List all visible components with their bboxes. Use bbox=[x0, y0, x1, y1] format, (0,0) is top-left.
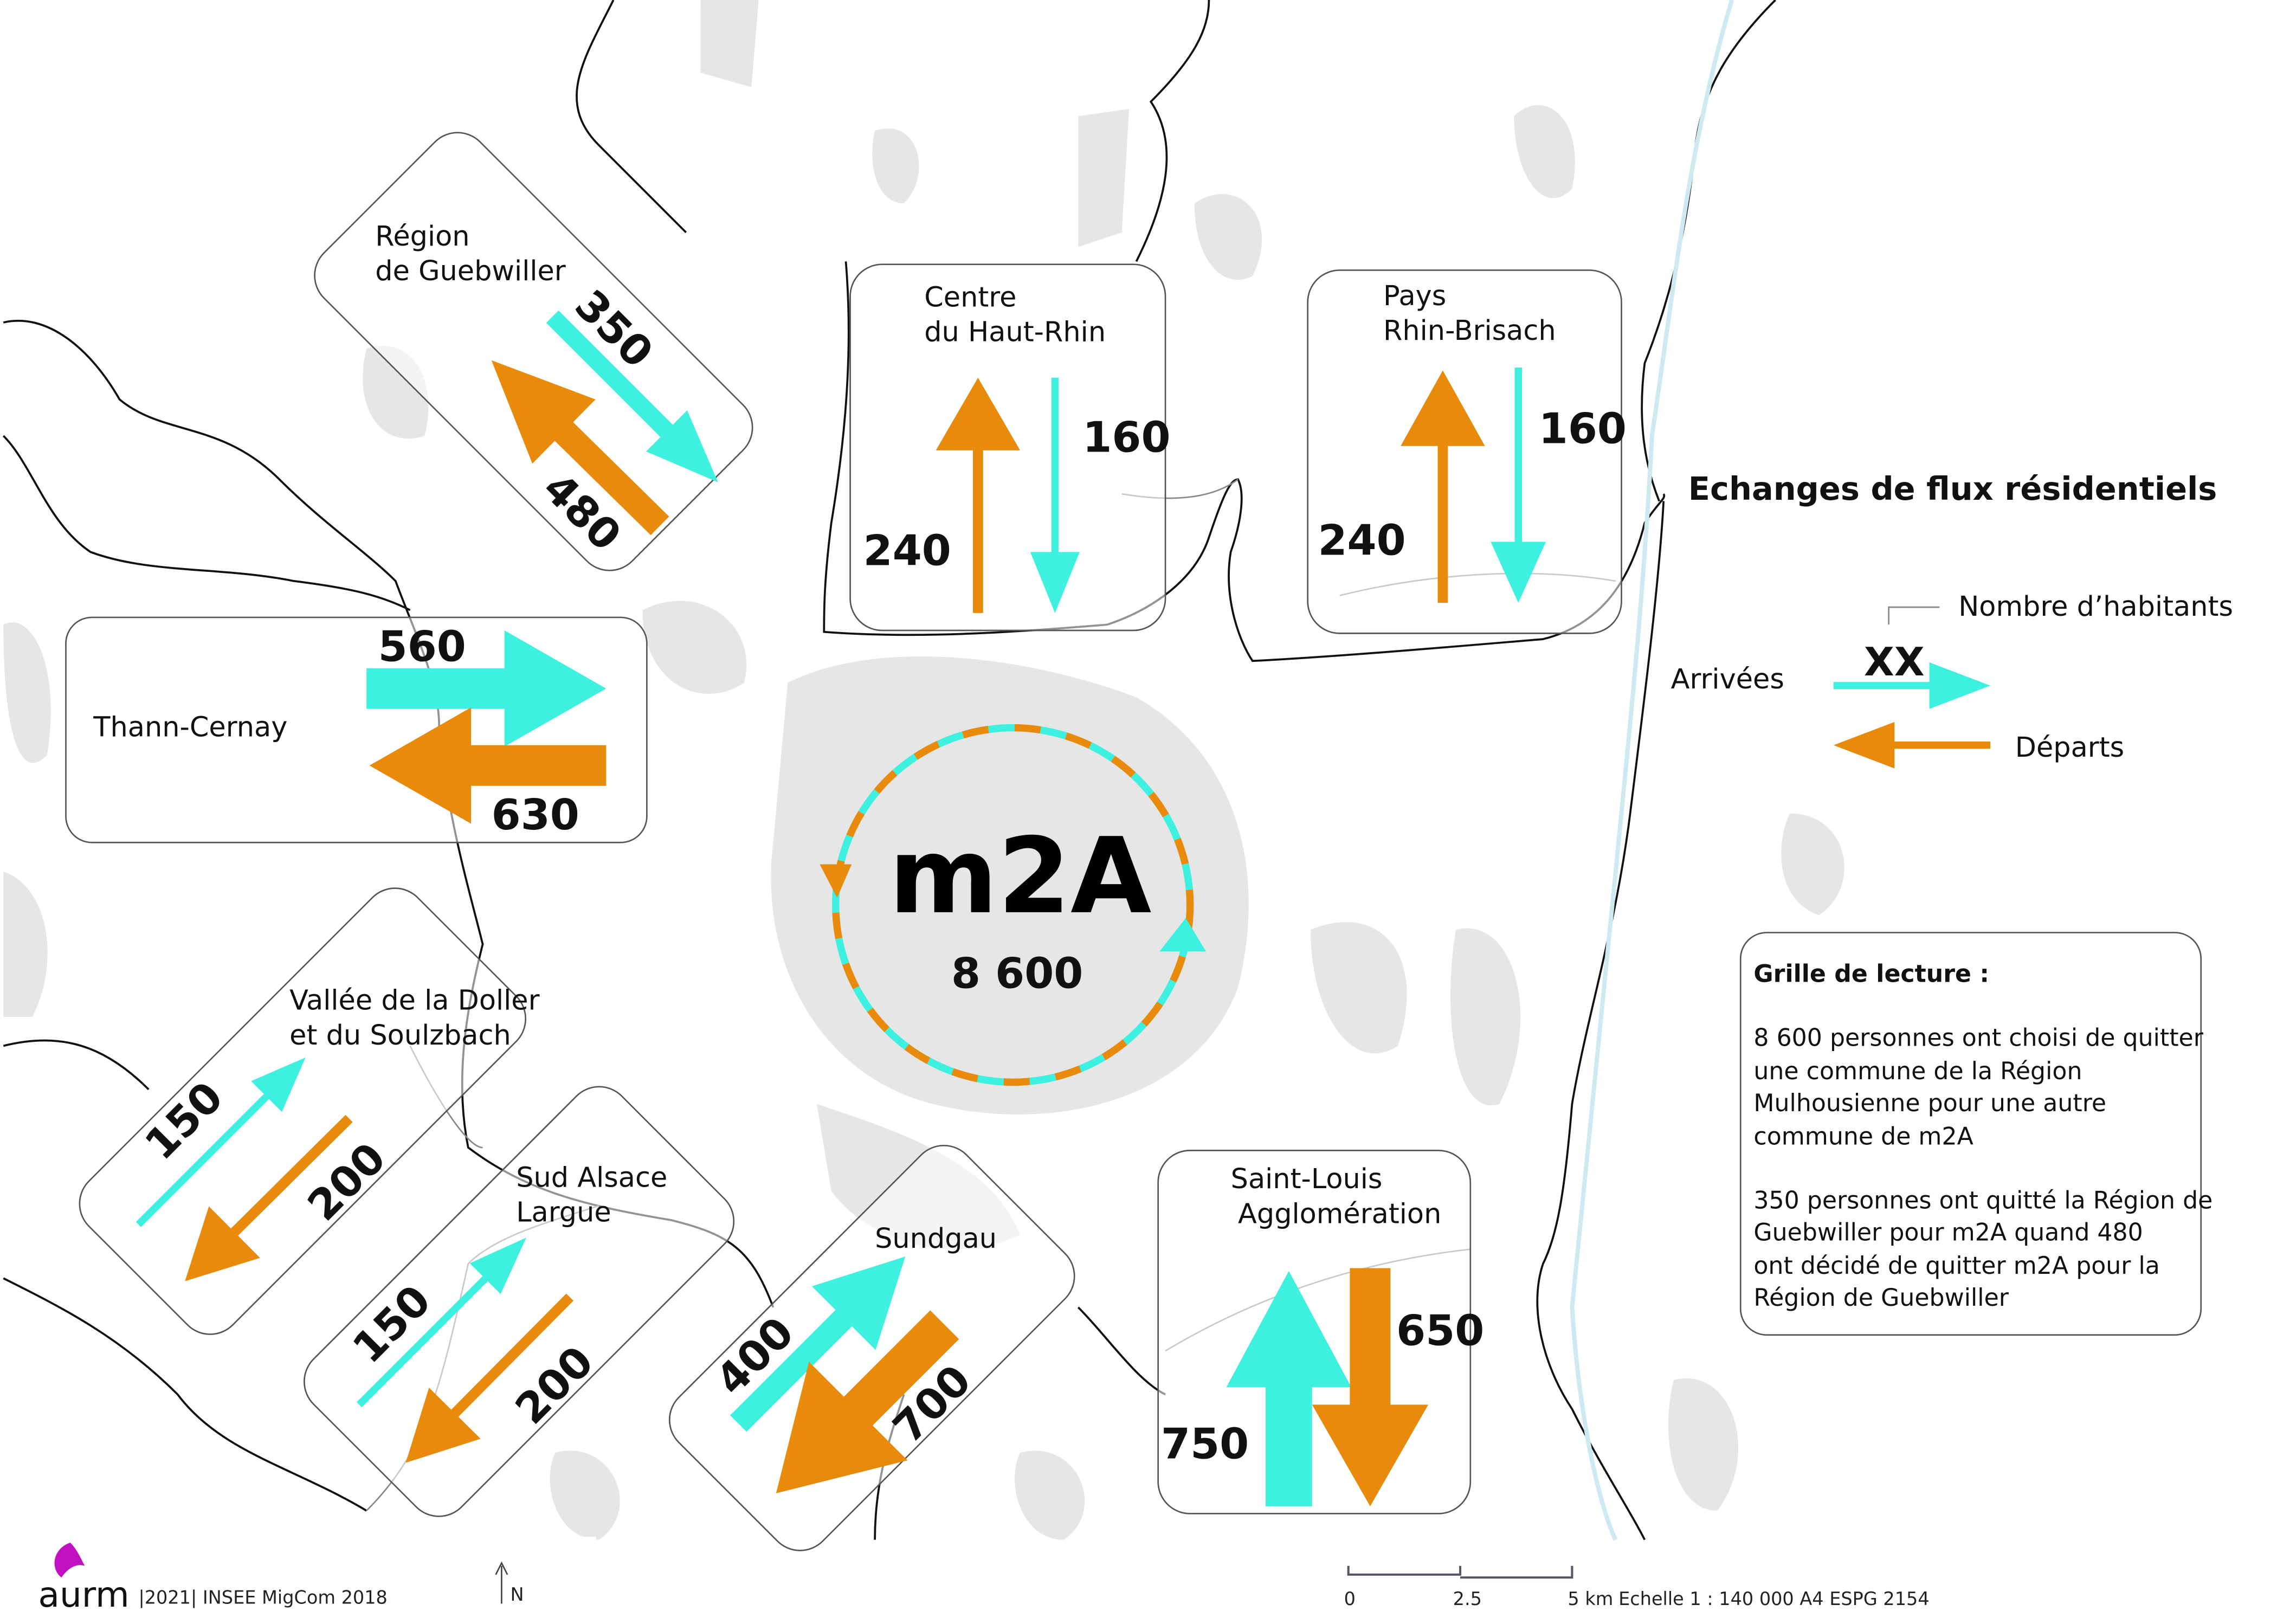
zone-name: Agglomération bbox=[1238, 1198, 1441, 1230]
arrival-arrow bbox=[366, 630, 607, 747]
scale-tick: 2.5 bbox=[1453, 1588, 1482, 1609]
zone-name: Vallée de la Doller bbox=[289, 984, 539, 1016]
zone-name: et du Soulzbach bbox=[289, 1020, 511, 1052]
legend-arrival-arrow bbox=[1833, 662, 1991, 709]
footer-left-panel bbox=[3, 1537, 596, 1624]
arrivals-value: 160 bbox=[1082, 413, 1170, 462]
zone-name: Sud Alsace bbox=[516, 1162, 667, 1194]
zone-name: Thann-Cernay bbox=[93, 712, 287, 744]
zone-name: Saint-Louis bbox=[1231, 1163, 1383, 1195]
arrival-arrow bbox=[357, 1238, 526, 1408]
scale-tick: 0 bbox=[1344, 1588, 1356, 1609]
departure-arrow bbox=[1312, 1268, 1429, 1506]
reading-grid-box bbox=[1739, 932, 2202, 1336]
reading-grid-text: Mulhousienne pour une autre bbox=[1753, 1090, 2106, 1117]
reading-grid-text: Région de Guebwiller bbox=[1753, 1284, 2009, 1312]
zone-name: Région bbox=[375, 221, 469, 253]
circle-arrowhead-icon bbox=[820, 864, 852, 898]
reading-grid-text: ont décidé de quitter m2A pour la bbox=[1753, 1252, 2160, 1280]
zone-name: de Guebwiller bbox=[375, 255, 566, 287]
zone-name: Largue bbox=[516, 1197, 611, 1229]
circle-arrowhead-icon bbox=[1159, 918, 1207, 952]
departures-value: 630 bbox=[492, 791, 579, 840]
reading-grid-text: commune de m2A bbox=[1753, 1123, 1973, 1151]
legend-count-label: Nombre d’habitants bbox=[1958, 591, 2233, 623]
reading-grid-title: Grille de lecture : bbox=[1753, 961, 1989, 988]
legend-arrivals-label: Arrivées bbox=[1671, 663, 1784, 695]
departures-value: 240 bbox=[1318, 517, 1405, 565]
reading-grid-text: 8 600 personnes ont choisi de quitter bbox=[1753, 1024, 2203, 1052]
map-title: Echanges de flux résidentiels bbox=[1688, 470, 2217, 507]
departure-arrow bbox=[776, 1310, 959, 1493]
zone-name: Pays bbox=[1383, 280, 1446, 312]
departures-value: 650 bbox=[1396, 1306, 1484, 1355]
center-name: m2A bbox=[889, 815, 1152, 937]
zone-name: Sundgau bbox=[875, 1223, 997, 1255]
arrival-arrow bbox=[730, 1256, 906, 1432]
reading-grid-text: 350 personnes ont quitté la Région de bbox=[1753, 1187, 2213, 1215]
departure-arrow bbox=[1401, 370, 1485, 603]
zone-box-sud-alsace bbox=[303, 1086, 735, 1517]
zone-box-guebwiller bbox=[314, 132, 753, 571]
departure-arrow bbox=[405, 1293, 574, 1463]
scale-bar bbox=[1347, 1565, 1573, 1579]
zone-box-doller bbox=[79, 887, 527, 1335]
departures-value: 240 bbox=[863, 526, 951, 575]
zone-box-sundgau bbox=[668, 1144, 1075, 1551]
legend-departure-arrow bbox=[1833, 721, 1991, 769]
arrival-arrow bbox=[546, 310, 718, 482]
north-arrow-icon bbox=[495, 1561, 508, 1604]
arrivals-value: 750 bbox=[1161, 1420, 1249, 1469]
arrival-arrow bbox=[136, 1057, 306, 1227]
departure-arrow bbox=[936, 377, 1021, 613]
footer-right-panel bbox=[1296, 1542, 2274, 1624]
flow-arrows bbox=[136, 310, 1991, 1506]
aurm-logo-icon bbox=[54, 1542, 85, 1578]
zone-name: Rhin-Brisach bbox=[1383, 315, 1556, 347]
center-value: 8 600 bbox=[951, 949, 1083, 998]
scale-text: Echelle 1 : 140 000 A4 ESPG 2154 bbox=[1618, 1588, 1930, 1609]
north-label: N bbox=[510, 1584, 524, 1605]
river bbox=[1570, 0, 1734, 1541]
departure-arrow bbox=[491, 360, 669, 536]
zone-name: Centre bbox=[924, 281, 1016, 313]
arrival-arrow bbox=[1226, 1271, 1352, 1506]
arrival-arrow bbox=[1030, 377, 1080, 613]
departure-arrow bbox=[369, 707, 607, 824]
legend-departures-label: Départs bbox=[2015, 732, 2124, 764]
reading-grid-text: une commune de la Région bbox=[1753, 1058, 2082, 1085]
source-text: |2021| INSEE MigCom 2018 bbox=[138, 1587, 387, 1608]
arrivals-value: 160 bbox=[1539, 404, 1627, 453]
scale-tick: 5 km bbox=[1568, 1588, 1613, 1609]
m2a-circle bbox=[832, 724, 1194, 1086]
legend-placeholder: XX bbox=[1864, 640, 1925, 685]
reading-grid-text: Guebwiller pour m2A quand 480 bbox=[1753, 1219, 2143, 1247]
legend-leader-line bbox=[1888, 606, 1940, 625]
departure-arrow bbox=[185, 1114, 353, 1281]
logo-text: aurm bbox=[38, 1575, 130, 1615]
zone-name: du Haut-Rhin bbox=[924, 317, 1106, 349]
arrivals-value: 560 bbox=[378, 622, 466, 671]
arrival-arrow bbox=[1491, 367, 1546, 603]
